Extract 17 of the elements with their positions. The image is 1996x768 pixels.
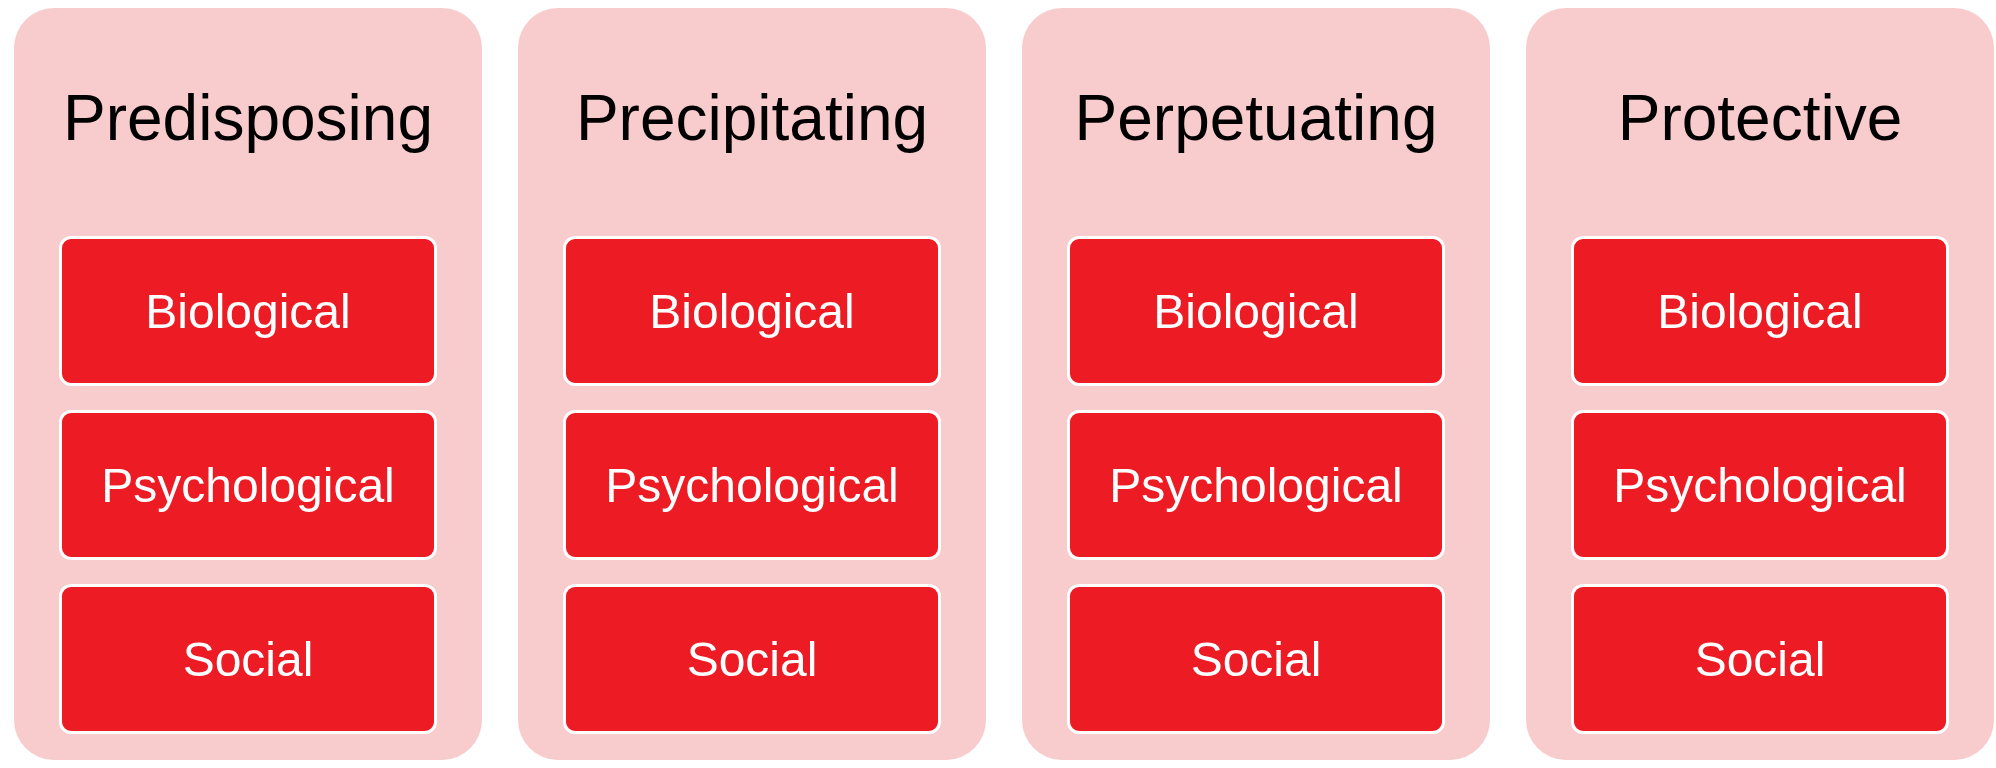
factor-card: Psychological xyxy=(1067,410,1445,560)
factor-card: Psychological xyxy=(1571,410,1949,560)
factor-card: Biological xyxy=(59,236,437,386)
factor-card: Social xyxy=(563,584,941,734)
factor-card: Social xyxy=(1571,584,1949,734)
factor-card: Psychological xyxy=(563,410,941,560)
factor-card: Biological xyxy=(563,236,941,386)
factor-card: Psychological xyxy=(59,410,437,560)
factor-card: Social xyxy=(1067,584,1445,734)
factor-card: Biological xyxy=(1571,236,1949,386)
factor-card: Biological xyxy=(1067,236,1445,386)
category-panel xyxy=(14,8,482,760)
category-panel xyxy=(518,8,986,760)
category-heading: Protective xyxy=(1616,86,1904,150)
category-panel xyxy=(1526,8,1994,760)
factor-card: Social xyxy=(59,584,437,734)
category-panel xyxy=(1022,8,1490,760)
